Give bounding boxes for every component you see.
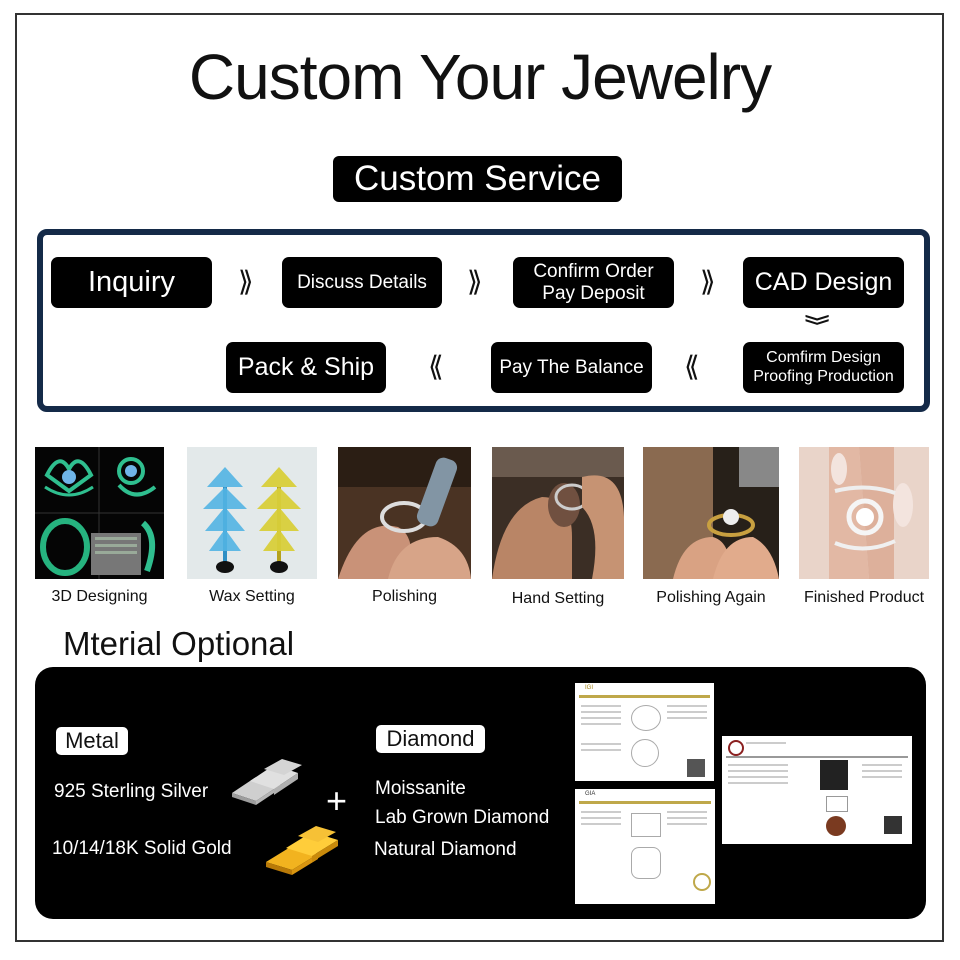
arrow-left-icon: ⟪ xyxy=(428,350,444,383)
diamond-option-moissanite: Moissanite xyxy=(375,778,466,799)
step-label-line1: Confirm Order xyxy=(533,260,654,282)
page-title: Custom Your Jewelry xyxy=(188,41,772,113)
caption-polishing-again: Polishing Again xyxy=(656,589,766,606)
plus-sign: + xyxy=(326,780,348,821)
certificate-lab-report xyxy=(722,736,912,844)
step-cad-design: CAD Design xyxy=(743,257,904,308)
caption-wax-setting: Wax Setting xyxy=(209,588,295,605)
diamond-tag: Diamond xyxy=(376,725,485,753)
caption-hand-setting: Hand Setting xyxy=(511,590,605,607)
caption-finished-product: Finished Product xyxy=(803,589,925,606)
photo-hand-setting xyxy=(492,447,624,579)
arrow-right-icon: ⟫ xyxy=(700,265,716,298)
step-discuss-details: Discuss Details xyxy=(282,257,442,308)
step-inquiry: Inquiry xyxy=(51,257,212,308)
igi-logo-text: IGI xyxy=(585,685,594,691)
diamond-option-lab-grown: Lab Grown Diamond xyxy=(375,807,550,828)
process-flow xyxy=(37,229,930,412)
step-pack-ship: Pack & Ship xyxy=(226,342,386,393)
caption-polishing: Polishing xyxy=(372,588,437,605)
gia-logo-text: GIA xyxy=(585,791,596,797)
step-label: Pack & Ship xyxy=(237,353,375,382)
step-confirm-order: Confirm Order Pay Deposit xyxy=(513,257,674,308)
photo-wax-setting xyxy=(187,447,317,579)
arrow-right-icon: ⟫ xyxy=(467,265,483,298)
step-label-line2: Pay Deposit xyxy=(542,282,645,304)
arrow-down-icon: ⟫ xyxy=(802,312,833,328)
metal-option-silver: 925 Sterling Silver xyxy=(54,781,209,802)
step-label: CAD Design xyxy=(754,268,893,297)
photo-finished-product xyxy=(799,447,929,579)
certificate-gia: GIA xyxy=(575,789,715,904)
material-title: Mterial Optional xyxy=(63,625,295,662)
step-label: Pay The Balance xyxy=(499,356,644,378)
gold-bars-icon xyxy=(266,826,338,875)
step-label: Discuss Details xyxy=(297,271,427,293)
metal-option-gold: 10/14/18K Solid Gold xyxy=(52,838,232,859)
diamond-option-natural: Natural Diamond xyxy=(374,839,517,860)
photo-polishing-again xyxy=(643,447,779,579)
custom-service-label: Custom Service xyxy=(333,156,622,202)
caption-3d-designing: 3D Designing xyxy=(51,588,148,605)
step-confirm-design: Comfirm Design Proofing Production xyxy=(743,342,904,393)
silver-bars-icon xyxy=(232,759,302,805)
step-pay-balance: Pay The Balance xyxy=(491,342,652,393)
photo-3d-designing xyxy=(35,447,164,579)
metal-tag: Metal xyxy=(56,727,128,755)
step-label-line1: Comfirm Design xyxy=(766,349,881,367)
photo-polishing xyxy=(338,447,471,579)
step-label-line2: Proofing Production xyxy=(753,367,894,385)
arrow-left-icon: ⟪ xyxy=(684,350,700,383)
step-label: Inquiry xyxy=(87,265,176,298)
arrow-right-icon: ⟫ xyxy=(238,265,254,298)
certificate-igi: IGI xyxy=(575,683,714,781)
page-frame xyxy=(15,13,944,942)
